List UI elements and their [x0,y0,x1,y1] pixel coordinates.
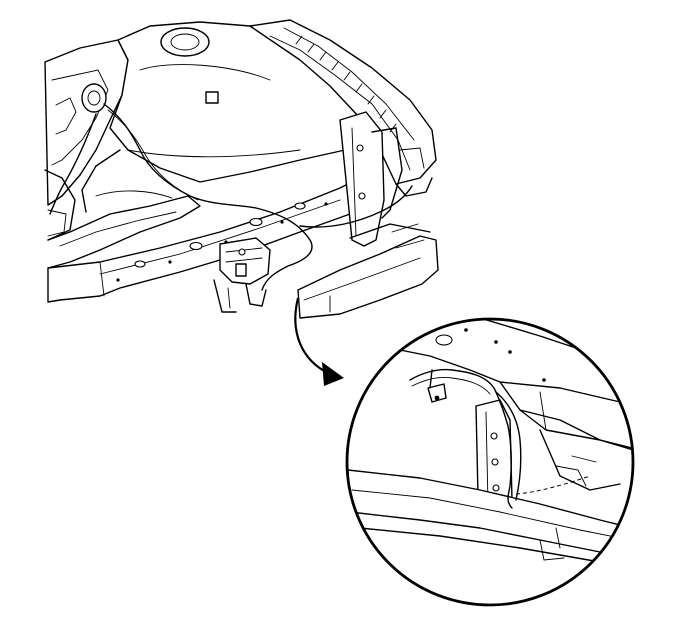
right-radiator-support [339,111,385,247]
detail-lower-bar [347,469,633,561]
wiring-harness-detail [409,368,513,509]
vehicle-front-structure [44,19,439,319]
wiring-harness-main [103,103,313,291]
detail-circle-border [345,317,635,607]
strut-mount-grommet [81,83,107,113]
cowl-clip [205,91,219,104]
harness-retainer-clip [427,369,447,403]
upper-tie-bar-right [249,19,437,185]
detail-pointer-arrow [294,297,344,386]
left-strut-tower [44,39,129,206]
detail-view [345,317,635,607]
cross-member-holes [116,202,328,282]
hood-latch-assembly [213,237,271,313]
cowl-opening [160,27,210,57]
left-frame-rail [47,195,201,269]
